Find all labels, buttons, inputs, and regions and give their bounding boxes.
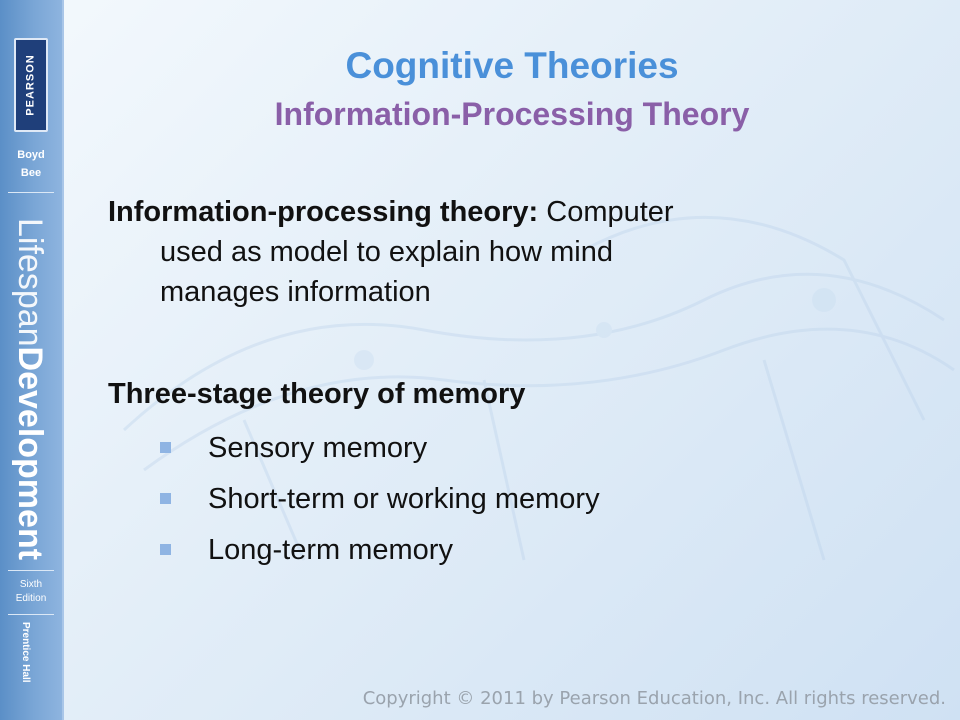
spine-divider (8, 192, 54, 193)
list-item: Sensory memory (160, 428, 600, 479)
edition-line-1: Sixth (19, 579, 43, 590)
section-heading: Three-stage theory of memory (108, 378, 526, 410)
author-1: Boyd (17, 149, 45, 161)
book-title-bold: Development (11, 346, 49, 561)
square-bullet-icon (160, 493, 171, 504)
definition-paragraph: Information-processing theory: Computer … (108, 192, 848, 312)
background-illustration (122, 215, 955, 561)
book-title: LifespanDevelopment (10, 218, 50, 560)
definition-text-line-3: manages information (160, 276, 431, 308)
square-bullet-icon (160, 544, 171, 555)
definition-text-line-2: used as model to explain how mind (160, 236, 613, 268)
authors: Boyd Bee (6, 146, 56, 182)
definition-text-line-1: Computer (538, 196, 674, 228)
list-item-text: Short-term or working memory (208, 483, 600, 515)
spine-divider (8, 570, 54, 571)
list-item: Long-term memory (160, 530, 600, 581)
imprint: Prentice Hall (20, 622, 31, 683)
spine-edge (62, 0, 64, 720)
square-bullet-icon (160, 442, 171, 453)
definition-term: Information-processing theory: (108, 196, 539, 228)
edition: Sixth Edition (4, 578, 58, 606)
list-item: Short-term or working memory (160, 479, 600, 530)
spine-divider (8, 614, 54, 615)
list-item-text: Sensory memory (208, 432, 428, 464)
slide-subtitle: Information-Processing Theory (274, 96, 750, 132)
author-2: Bee (20, 167, 42, 179)
edition-line-2: Edition (15, 593, 47, 604)
memory-stage-list: Sensory memory Short-term or working mem… (160, 428, 600, 581)
pearson-logo-text: PEARSON (25, 54, 37, 116)
copyright-notice: Copyright © 2011 by Pearson Education, I… (362, 688, 946, 709)
pearson-logo: PEARSON (14, 38, 48, 132)
book-title-light: Lifespan (11, 218, 49, 347)
slide-title: Cognitive Theories (345, 45, 679, 86)
book-spine: PEARSON Boyd Bee LifespanDevelopment Six… (0, 0, 62, 720)
list-item-text: Long-term memory (208, 534, 453, 566)
